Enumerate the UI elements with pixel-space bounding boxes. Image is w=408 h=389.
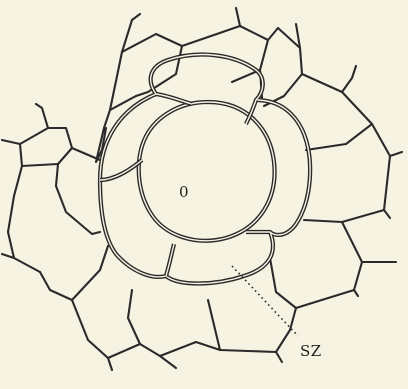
- stoma-cells: [100, 55, 310, 284]
- cell-partition: [156, 94, 192, 104]
- epidermal-cell-wall: [20, 128, 100, 160]
- epidermal-cell-wall: [2, 140, 20, 144]
- epidermal-cell-wall: [276, 352, 282, 362]
- cell-partition: [166, 244, 174, 276]
- epidermal-cell-wall: [72, 246, 108, 300]
- epidermal-cell-wall: [132, 14, 140, 20]
- epidermal-cell-wall: [22, 164, 58, 166]
- epidermal-cell-wall: [160, 356, 176, 368]
- cell-partition: [100, 160, 142, 180]
- epidermal-cell-wall: [270, 258, 354, 308]
- epidermal-cell-wall: [342, 222, 362, 296]
- epidermal-cell-wall: [8, 144, 40, 272]
- epidermal-cell-wall: [128, 290, 220, 356]
- epidermal-cell-wall: [304, 156, 390, 222]
- epidermal-cell-wall: [208, 300, 296, 352]
- subsidiary-zone-label: SZ: [300, 342, 322, 360]
- epidermal-cell-wall: [306, 124, 372, 150]
- epidermal-cell-wall: [236, 8, 240, 26]
- guard-cell-ring: [139, 102, 275, 241]
- epidermal-cell-wall: [40, 272, 72, 300]
- epidermal-cell-wall: [384, 210, 390, 218]
- epidermal-cell-wall: [36, 104, 48, 128]
- epidermal-cells: [2, 8, 402, 370]
- pore-label: 0: [179, 183, 189, 201]
- epidermal-cell-wall: [56, 148, 100, 234]
- epidermal-cell-wall: [108, 358, 112, 370]
- epidermal-cell-wall: [268, 28, 300, 48]
- epidermal-cell-wall: [300, 48, 356, 92]
